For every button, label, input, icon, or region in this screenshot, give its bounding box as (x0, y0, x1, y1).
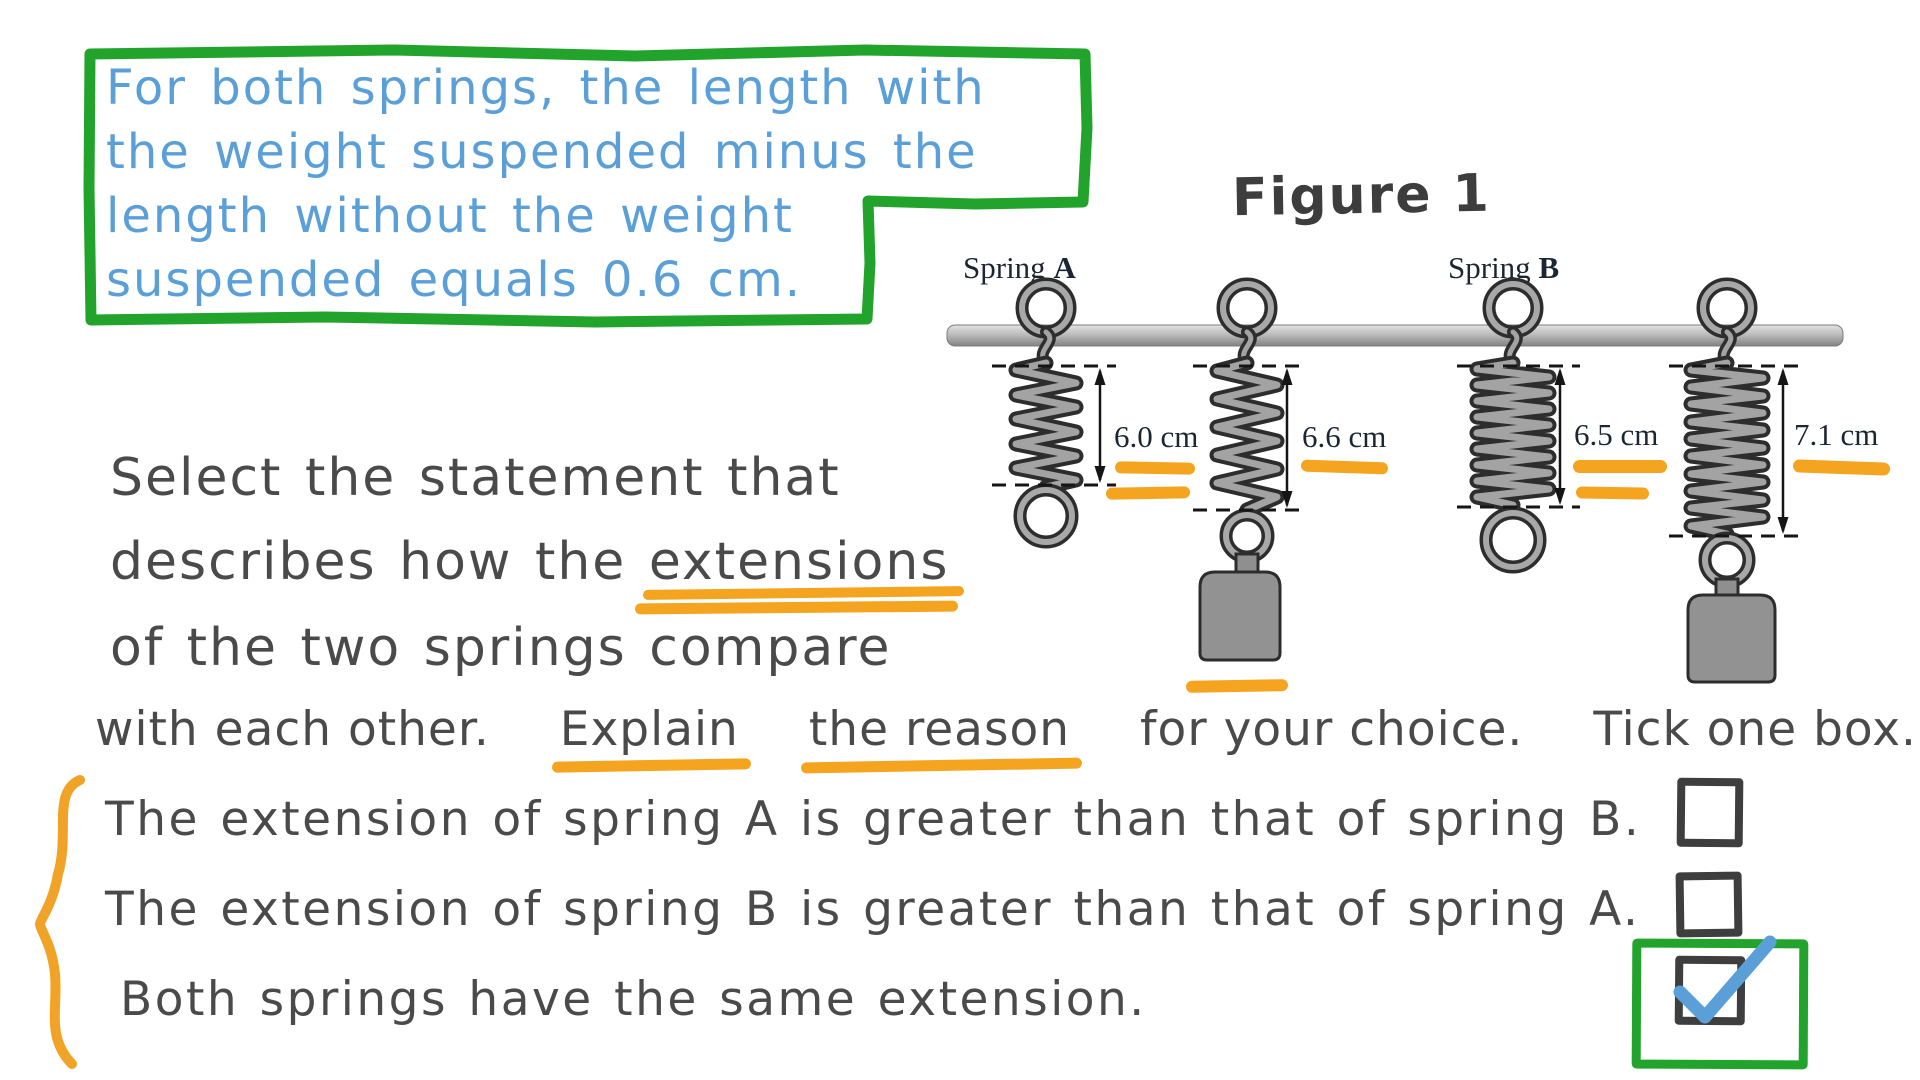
figure-title: Figure 1 (1231, 163, 1492, 229)
springs-figure (946, 277, 1844, 684)
measurement-label: 6.5 cm (1574, 417, 1659, 452)
measurement-label: 6.0 cm (1114, 419, 1199, 454)
brace-annotation (34, 775, 85, 1069)
spring-a-letter: A (1053, 250, 1076, 285)
note-line: suspended equals 0.6 cm. (106, 252, 803, 308)
question-line-4: with each other. Explain the reason for … (95, 702, 1917, 757)
spring-b-loaded (1669, 277, 1802, 684)
question-line-1: Select the statement that (110, 448, 841, 508)
highlight-mark (1185, 679, 1289, 693)
spring-b-unloaded (1457, 277, 1580, 574)
highlight-mark (1105, 486, 1191, 500)
tick-mark-icon (1673, 935, 1777, 1024)
highlighted-phrase-the-reason: the reason (808, 702, 1070, 757)
highlighted-word-explain: Explain (559, 702, 739, 757)
spring-a-unloaded (992, 277, 1116, 549)
question-line-4-part1: with each other. (95, 702, 490, 757)
measurement-label: 7.1 cm (1794, 417, 1879, 452)
highlighted-word-extensions: extensions (648, 532, 950, 592)
note-line: the weight suspended minus the (106, 124, 978, 180)
highlight-mark (1114, 461, 1196, 475)
option-text-a-greater: The extension of spring A is greater tha… (105, 792, 1642, 847)
spring-a-label: Spring A (963, 250, 1076, 286)
spring-b-letter: B (1538, 250, 1560, 285)
note-line: For both springs, the length with (106, 60, 986, 116)
option-text-b-greater: The extension of spring B is greater tha… (105, 882, 1641, 937)
question-line-4-part3: Tick one box. (1593, 702, 1917, 757)
option-text-same: Both springs have the same extension. (120, 972, 1147, 1027)
question-line-3: of the two springs compare (110, 618, 892, 678)
option-checkbox-1[interactable] (1676, 777, 1744, 848)
spring-a-loaded (1193, 277, 1306, 662)
question-line-2: describes how the extensions (110, 532, 949, 592)
weight-block (1198, 570, 1282, 662)
question-line-4-part2: for your choice. (1140, 702, 1524, 757)
highlight-mark (1573, 460, 1667, 473)
question-line-2-prefix: describes how the (110, 532, 649, 592)
measurement-label: 6.6 cm (1302, 419, 1387, 454)
weight-block (1686, 593, 1777, 684)
spring-a-word: Spring (963, 250, 1046, 285)
highlight-mark (1575, 486, 1650, 500)
note-box-outline (83, 44, 1093, 328)
note-line: length without the weight (106, 188, 794, 244)
support-bar (946, 324, 1844, 347)
